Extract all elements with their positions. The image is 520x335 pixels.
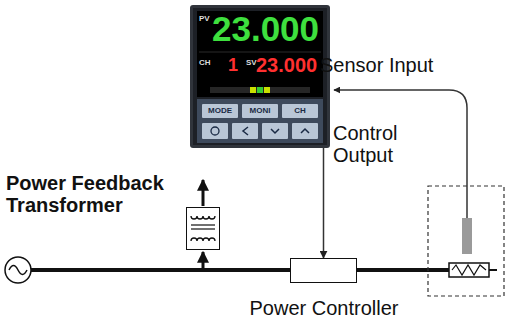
- power-line: [489, 269, 497, 271]
- power-controller-box: Power Controller: [290, 258, 357, 283]
- resistor-symbol: [449, 263, 489, 277]
- key-icon: [301, 129, 309, 133]
- heater-enclosure: [428, 186, 504, 296]
- feedback-arrow: [202, 252, 205, 268]
- display-divider: [199, 52, 321, 53]
- resistor-zigzag: [452, 265, 486, 275]
- channel-readout: 1: [228, 56, 238, 74]
- controller-face: [193, 8, 327, 145]
- key-button: [262, 123, 288, 139]
- coil-symbol: [191, 238, 215, 241]
- key-label: MODE: [208, 104, 232, 118]
- key-icon: [211, 127, 219, 135]
- key-button: [202, 104, 238, 118]
- display-tag: PV: [199, 14, 210, 23]
- signal-label: Sensor Input: [320, 54, 433, 76]
- key-button: [232, 123, 258, 139]
- key-label: MONI: [250, 104, 271, 118]
- key-button: [292, 123, 318, 139]
- ac-source-symbol: [5, 257, 31, 283]
- display-tag: SV: [246, 58, 257, 67]
- key-button: [202, 123, 228, 139]
- controller-bezel: [190, 5, 330, 148]
- bar-segment: [257, 87, 263, 93]
- key-panel: [197, 99, 323, 143]
- key-button: [282, 104, 318, 118]
- sv-readout: 23.000: [256, 55, 317, 75]
- power-controller-heading: Power Controller: [250, 297, 399, 319]
- display-tag: CH: [199, 58, 211, 67]
- sine-wave: [9, 266, 27, 275]
- sensor-probe: [462, 218, 472, 254]
- transformer-heading: Power Feedback Transformer: [6, 172, 182, 216]
- power-line: [31, 268, 449, 272]
- sensor-wire: [334, 90, 467, 218]
- transformer-ground: [186, 207, 220, 250]
- coil-symbol: [191, 216, 215, 219]
- feedback-arrow: [202, 180, 205, 206]
- bar-graph: [210, 87, 310, 93]
- bar-segment: [264, 87, 270, 93]
- key-label: CH: [294, 104, 306, 118]
- pv-readout: 23.000: [212, 11, 319, 46]
- edge-label: Control Output: [333, 122, 433, 166]
- bar-segment: [250, 87, 256, 93]
- key-button: [242, 104, 278, 118]
- key-icon: [271, 129, 279, 133]
- signal-arrow: [323, 148, 325, 258]
- controller-panel: PV23.000CH1SV23.000MODEMONICH: [190, 5, 330, 148]
- display-window: [197, 11, 323, 97]
- transformer-box: Power Feedback Transformer: [186, 207, 220, 250]
- key-icon: [243, 127, 248, 135]
- transformer-core: [191, 228, 215, 229]
- transformer-core: [191, 224, 215, 225]
